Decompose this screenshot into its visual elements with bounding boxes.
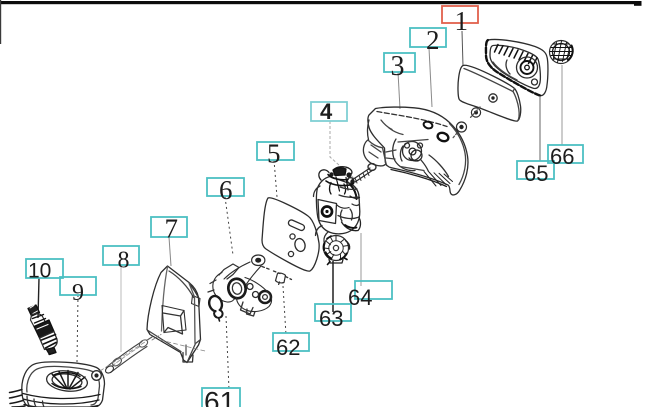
svg-text:5: 5 xyxy=(267,139,281,169)
svg-text:61: 61 xyxy=(204,386,235,407)
svg-text:66: 66 xyxy=(550,144,574,169)
svg-text:6: 6 xyxy=(219,175,233,205)
svg-text:3: 3 xyxy=(391,51,405,82)
svg-text:2: 2 xyxy=(426,25,440,55)
svg-text:8: 8 xyxy=(118,248,130,274)
svg-text:1: 1 xyxy=(455,6,469,36)
svg-text:64: 64 xyxy=(348,285,372,310)
svg-text:9: 9 xyxy=(72,280,84,306)
svg-text:62: 62 xyxy=(276,335,300,360)
svg-text:7: 7 xyxy=(165,214,179,244)
svg-text:4: 4 xyxy=(320,99,333,124)
svg-text:65: 65 xyxy=(524,161,548,186)
svg-text:10: 10 xyxy=(28,260,51,283)
svg-text:63: 63 xyxy=(319,306,343,331)
